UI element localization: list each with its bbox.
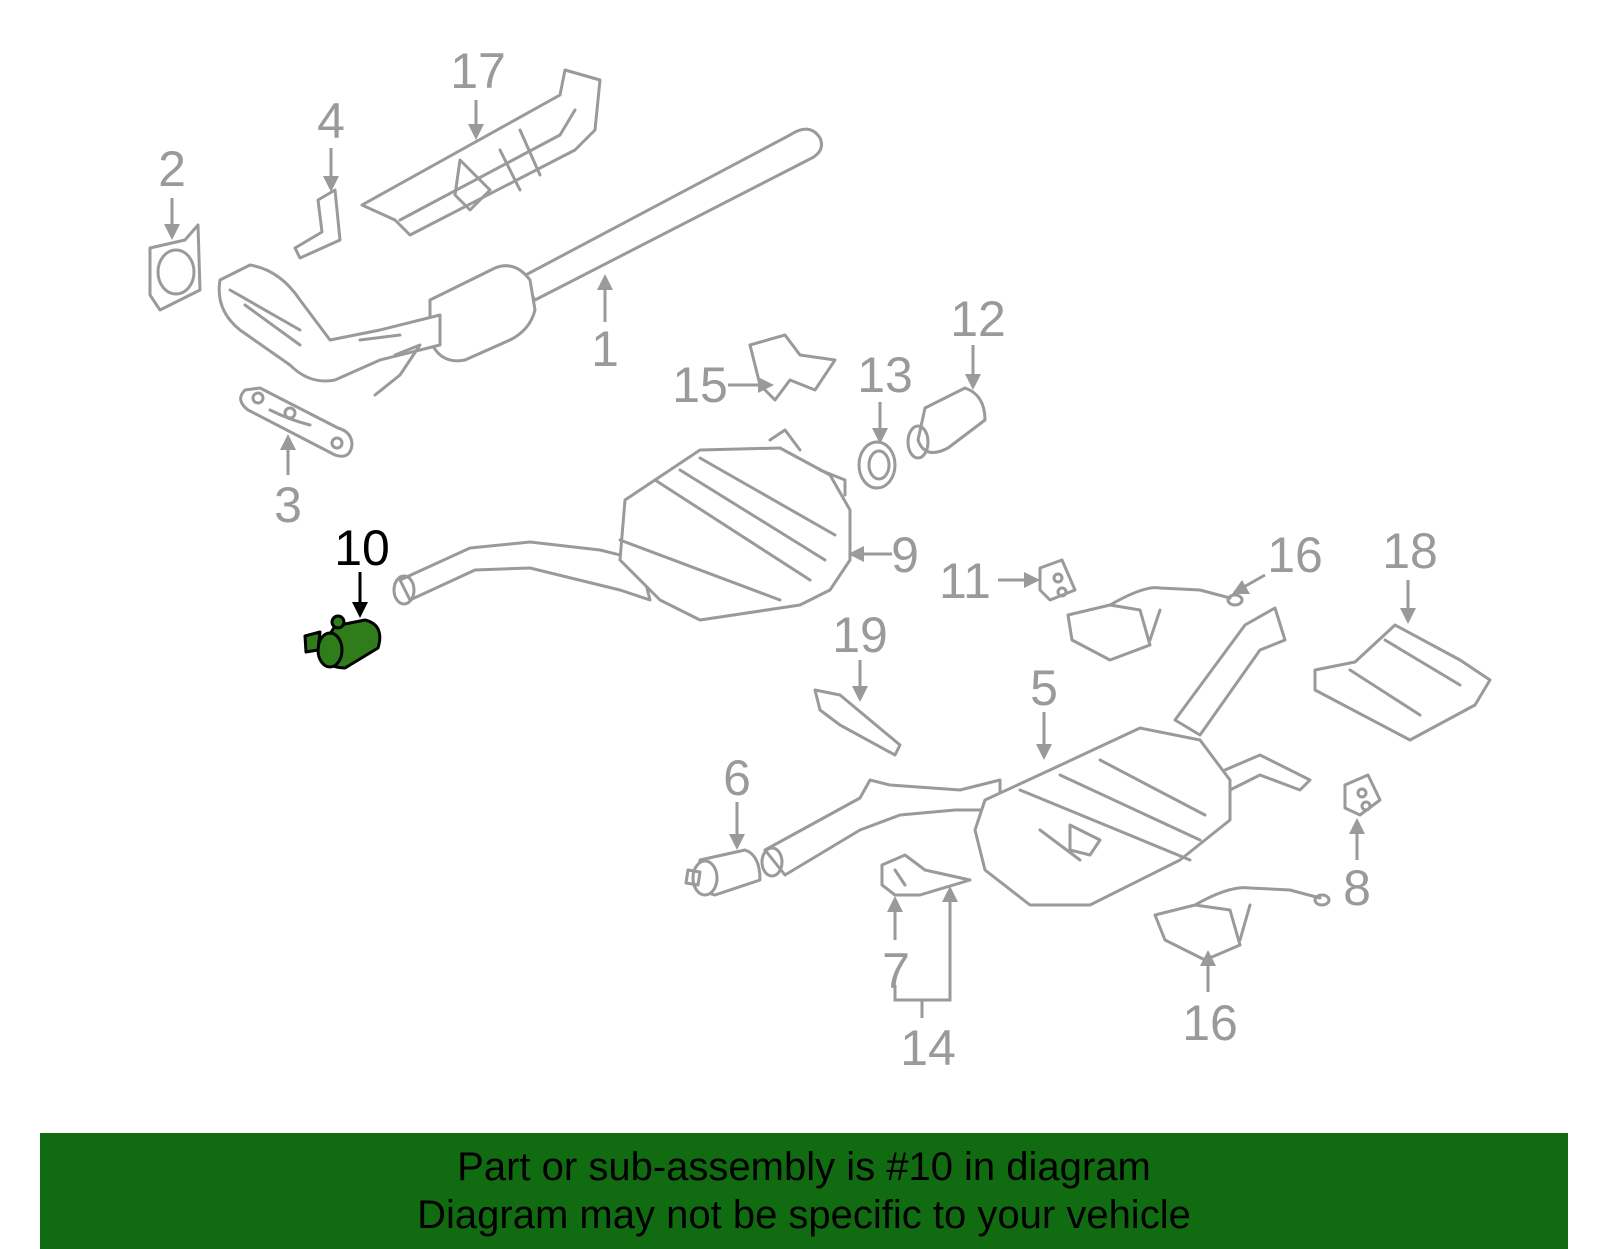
callout-1[interactable]: 1 xyxy=(591,321,619,377)
part-7-bracket[interactable] xyxy=(880,853,972,897)
part-10-tab xyxy=(303,630,322,654)
callout-18[interactable]: 18 xyxy=(1382,523,1438,579)
banner-line-1: Part or sub-assembly is #10 in diagram xyxy=(457,1145,1151,1189)
callout-13[interactable]: 13 xyxy=(857,347,913,403)
part-13-clamp[interactable] xyxy=(857,440,897,490)
callout-19[interactable]: 19 xyxy=(832,607,888,663)
leader-lines xyxy=(164,100,1416,1018)
part-16-lower-bracket[interactable] xyxy=(1153,886,1331,962)
part-17-heat-shield[interactable] xyxy=(360,68,602,237)
part-8-rubber-hanger[interactable] xyxy=(1343,773,1382,817)
callout-5[interactable]: 5 xyxy=(1030,660,1058,716)
callout-7[interactable]: 7 xyxy=(882,943,910,999)
callout-11[interactable]: 11 xyxy=(939,553,991,609)
callout-16-upper[interactable]: 16 xyxy=(1267,527,1323,583)
callout-10[interactable]: 10 xyxy=(334,520,390,576)
part-19-shield-strip[interactable] xyxy=(813,688,902,757)
callout-8[interactable]: 8 xyxy=(1343,860,1371,916)
part-11-rubber-hanger[interactable] xyxy=(1038,558,1077,602)
part-10-bolt xyxy=(330,614,346,630)
part-2-gasket[interactable] xyxy=(148,223,202,312)
callout-2[interactable]: 2 xyxy=(158,141,186,197)
callout-6[interactable]: 6 xyxy=(723,750,751,806)
part-9-rear-muffler[interactable] xyxy=(392,428,852,622)
callout-12[interactable]: 12 xyxy=(950,291,1006,347)
part-1-front-pipe[interactable] xyxy=(217,127,823,397)
part-4-bracket[interactable] xyxy=(293,188,342,260)
callout-labels: 17 4 2 1 3 15 13 12 9 10 11 16 18 19 5 6… xyxy=(158,43,1438,1076)
callout-14[interactable]: 14 xyxy=(900,1020,956,1076)
callout-9[interactable]: 9 xyxy=(891,527,919,583)
part-12-tailpipe-tip[interactable] xyxy=(906,386,987,460)
part-3-gasket[interactable] xyxy=(239,386,354,458)
banner-line-2: Diagram may not be specific to your vehi… xyxy=(417,1193,1191,1237)
callout-4[interactable]: 4 xyxy=(317,93,345,149)
part-18-heat-shield[interactable] xyxy=(1313,623,1492,742)
part-16-upper-bracket[interactable] xyxy=(1066,586,1244,662)
info-banner: Part or sub-assembly is #10 in diagram D… xyxy=(40,1133,1568,1249)
part-10-clamp-highlighted[interactable] xyxy=(303,614,382,670)
callout-17[interactable]: 17 xyxy=(450,43,506,99)
part-5-center-muffler[interactable] xyxy=(760,606,1312,907)
part-10-ring xyxy=(316,631,344,669)
part-6-clamp[interactable] xyxy=(684,848,762,897)
callout-15[interactable]: 15 xyxy=(672,357,728,413)
callout-3[interactable]: 3 xyxy=(274,477,302,533)
callout-16-lower[interactable]: 16 xyxy=(1182,995,1238,1051)
